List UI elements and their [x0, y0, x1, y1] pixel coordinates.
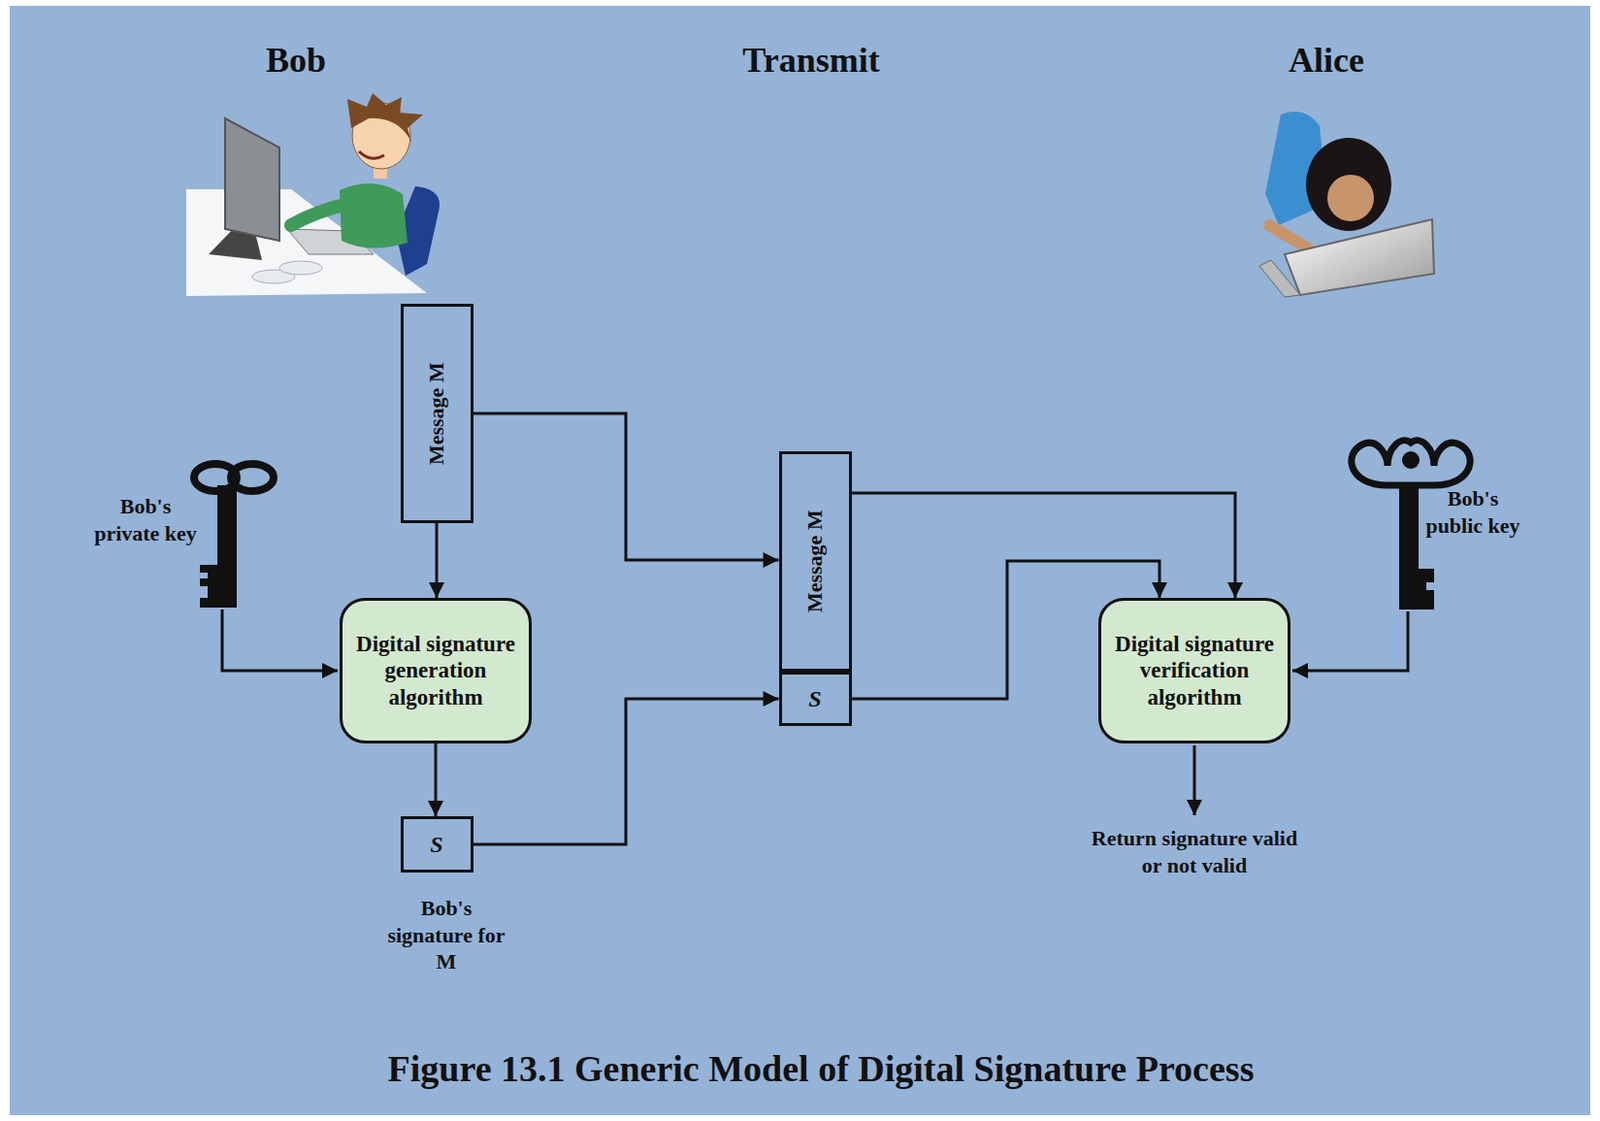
laptop: [1284, 219, 1435, 295]
message-box: Message M: [779, 451, 852, 672]
message-box: Message M: [400, 303, 474, 523]
key-shaft: [1399, 485, 1419, 610]
sweater: [339, 183, 408, 249]
node-text: Digital signature verification algorithm: [1114, 630, 1274, 712]
arm: [1269, 225, 1308, 249]
key-bow: [1351, 440, 1470, 486]
private-key-icon: [194, 463, 274, 608]
alice-illustration: [1259, 111, 1435, 297]
key-label: Bob's public key: [1424, 485, 1522, 539]
hair: [1306, 137, 1392, 231]
key-bit: [1418, 568, 1435, 610]
smile: [359, 151, 385, 159]
key-bit: [199, 564, 218, 608]
key-ornament: [1402, 451, 1420, 469]
laptop-base: [1259, 260, 1301, 297]
actor-heading: Bob: [189, 38, 403, 83]
process-box: Digital signature generation algorithm: [339, 597, 532, 744]
connector-arrow: [473, 413, 780, 560]
cd: [279, 261, 323, 275]
key-input-arrow: [222, 609, 338, 671]
arm: [291, 203, 348, 226]
result-label: Return signature valid or not valid: [1082, 824, 1307, 879]
node-text: S: [808, 685, 821, 714]
bob-illustration: [186, 93, 440, 296]
key-input-arrow: [1292, 611, 1408, 671]
key-shaft: [217, 485, 237, 608]
signature-label: Bob's signature for M: [383, 894, 510, 976]
hair: [347, 93, 424, 142]
monitor: [225, 118, 280, 241]
connector-arrow: [434, 743, 438, 817]
node-text: Digital signature generation algorithm: [356, 630, 516, 712]
node-text: S: [429, 830, 443, 859]
key-bow: [230, 463, 274, 491]
process-box: Digital signature verification algorithm: [1098, 597, 1291, 744]
figure-caption: Figure 13.1 Generic Model of Digital Sig…: [141, 1045, 1501, 1093]
key-label: Bob's private key: [93, 492, 198, 547]
connector-arrow: [851, 492, 1237, 598]
actor-heading: Alice: [1219, 38, 1434, 83]
node-text: Message M: [802, 509, 828, 613]
stage-heading: Transmit: [655, 38, 967, 83]
signature-box: S: [779, 671, 852, 726]
output-arrow: [1193, 745, 1197, 816]
face: [1327, 174, 1374, 222]
signature-box: S: [400, 816, 474, 873]
connector-arrow: [435, 522, 439, 598]
node-text: Message M: [424, 361, 450, 465]
